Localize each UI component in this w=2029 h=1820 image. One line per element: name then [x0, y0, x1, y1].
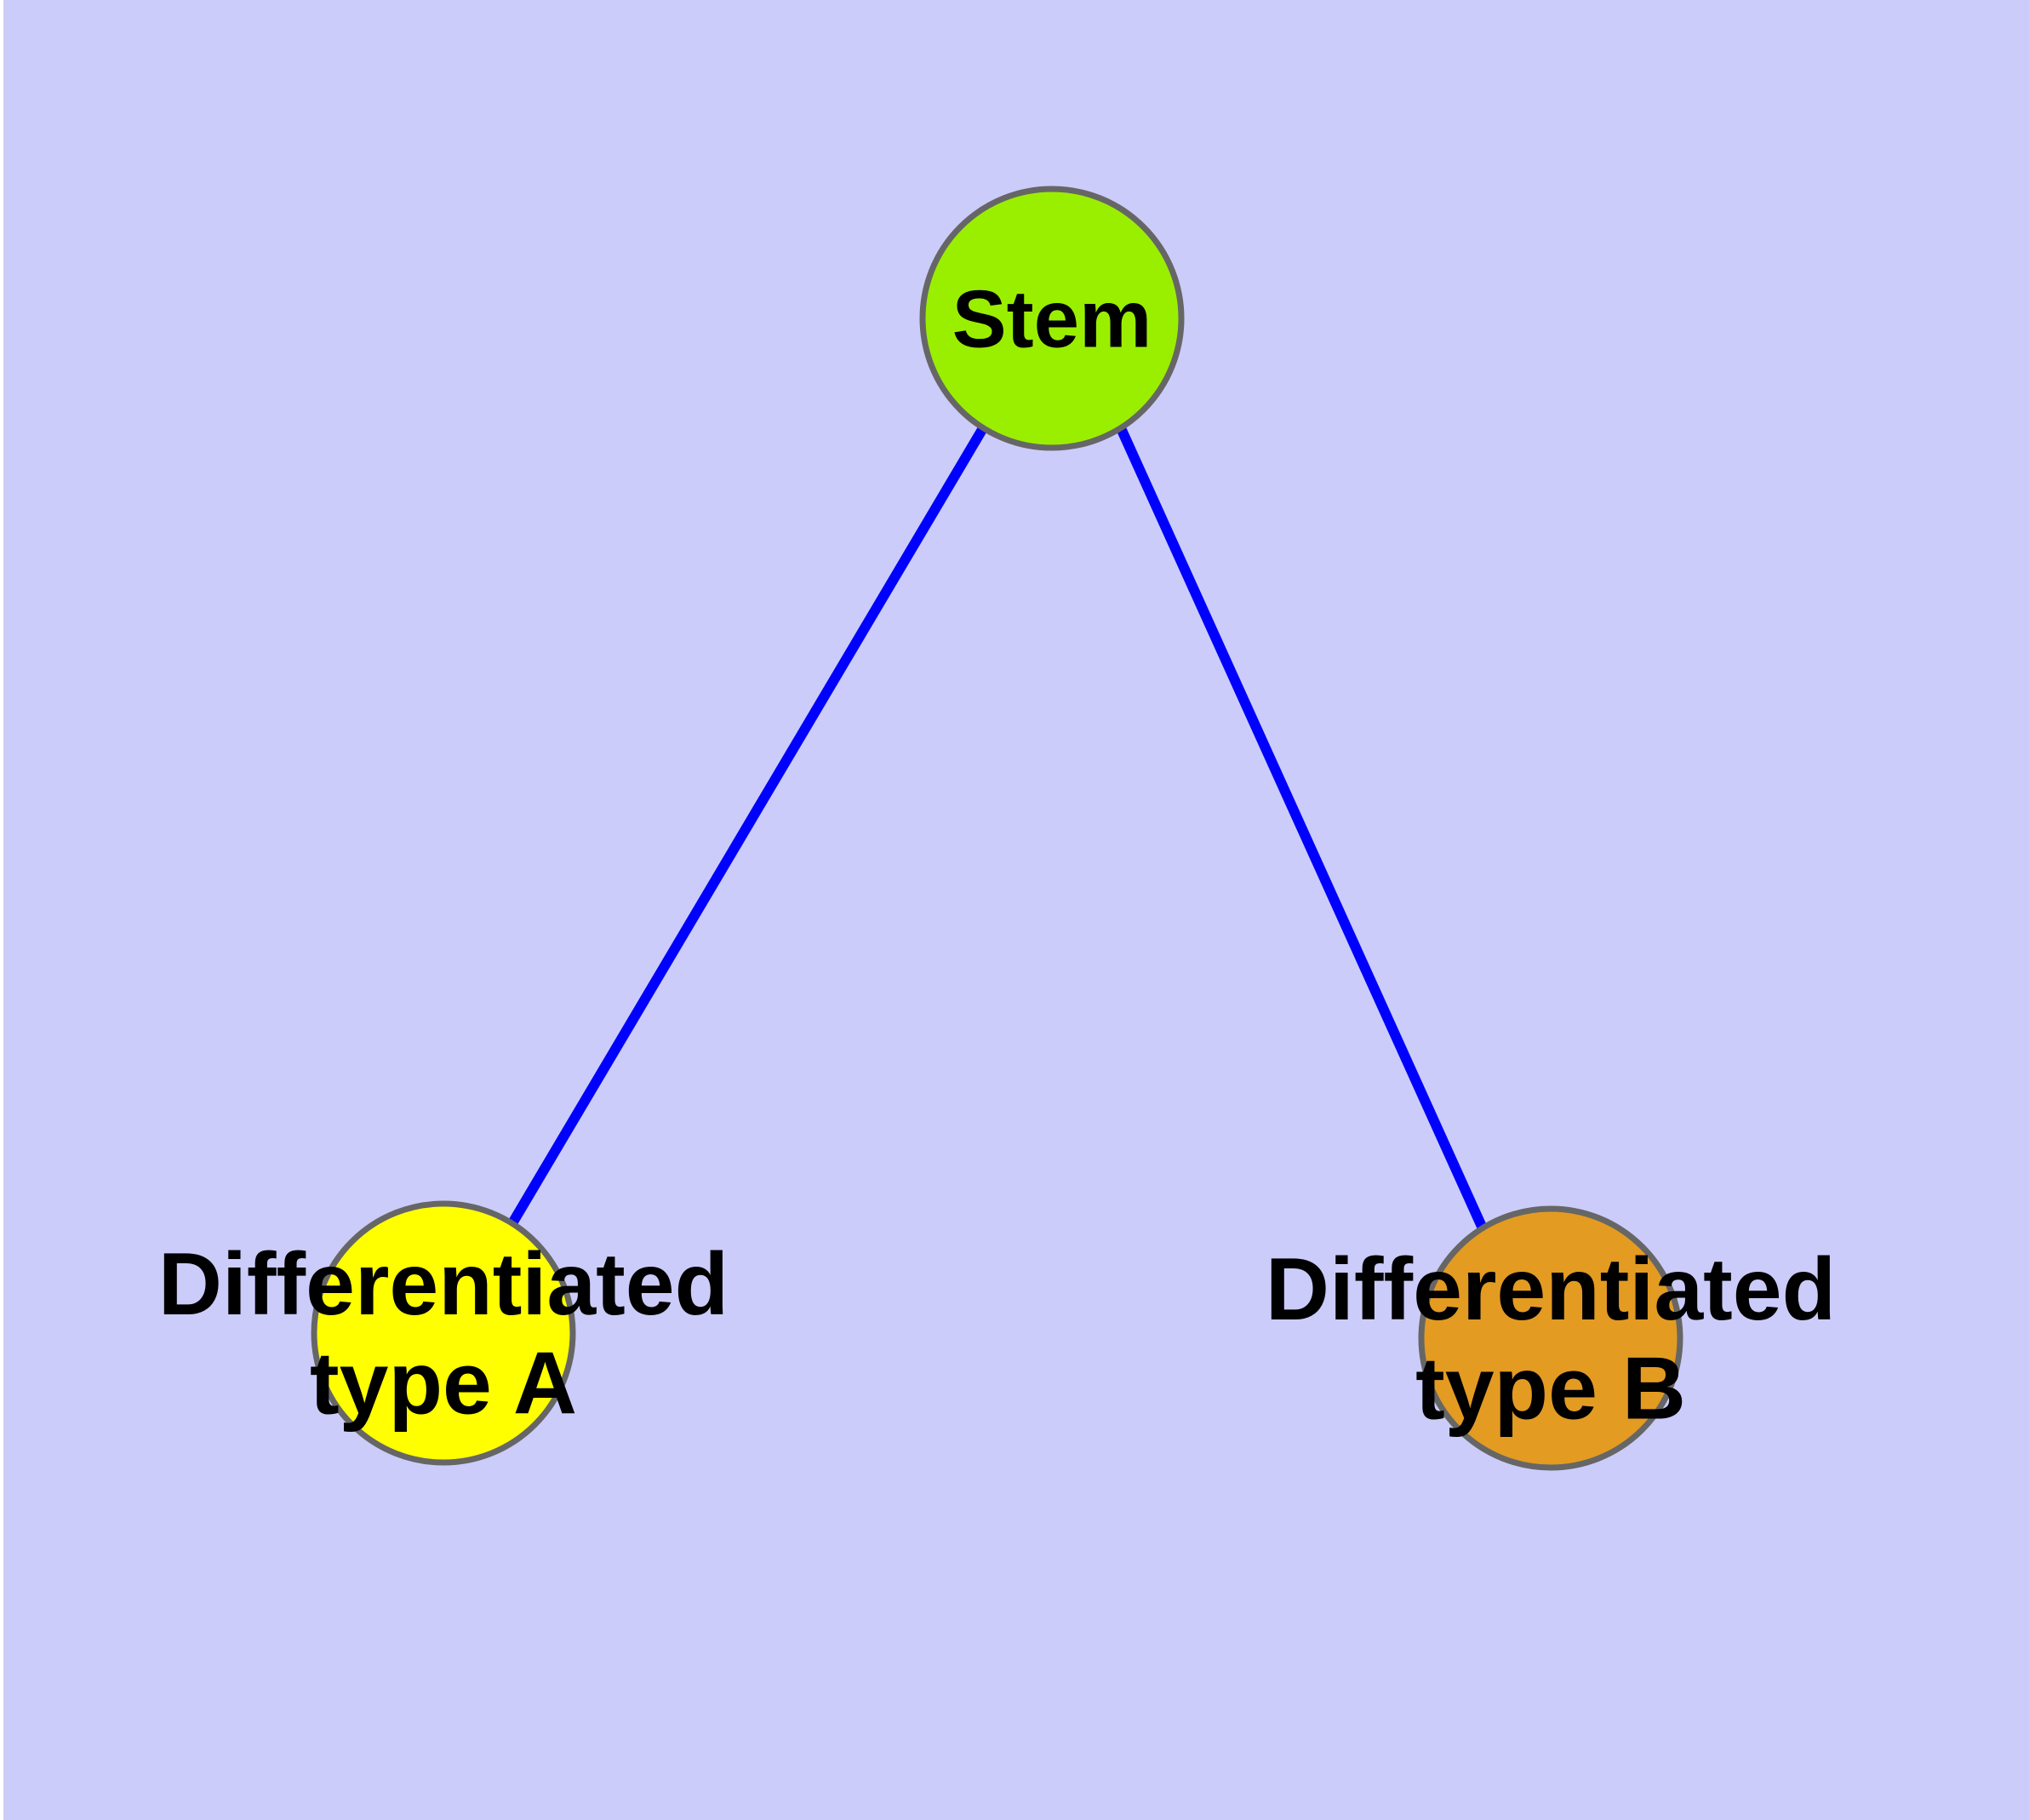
- edge-stem-to-diff-a: [507, 425, 988, 1227]
- edge-stem-to-diff-b: [1116, 426, 1488, 1231]
- node-stem[interactable]: [919, 186, 1185, 451]
- node-label-line: type B: [1415, 1340, 1686, 1439]
- nodes-group: [311, 186, 1683, 1471]
- edges-group: [507, 425, 1488, 1231]
- node-label-line: Differentiated: [1266, 1240, 1836, 1339]
- node-diff_a[interactable]: [311, 1200, 576, 1466]
- node-label-line: Differentiated: [158, 1235, 729, 1334]
- node-label-line: type A: [310, 1335, 577, 1434]
- node-diff_b[interactable]: [1418, 1205, 1683, 1471]
- node-label-stem: Stem: [952, 274, 1152, 365]
- node-label-line: Stem: [952, 274, 1152, 365]
